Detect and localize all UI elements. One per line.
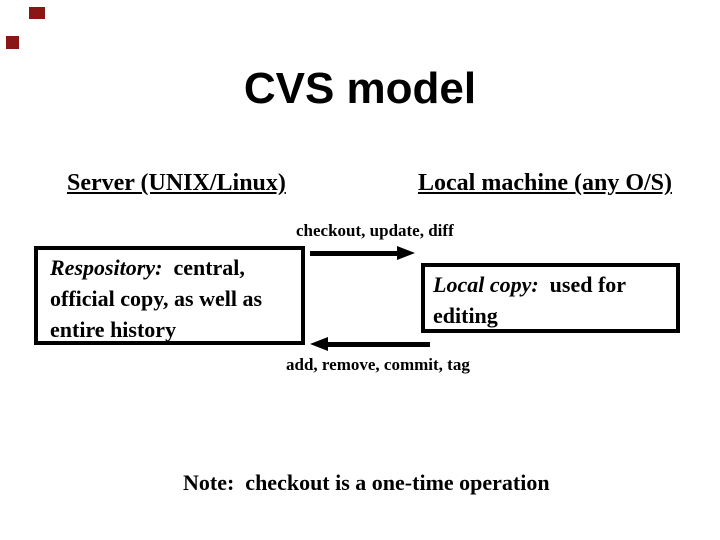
slide-title: CVS model <box>243 64 477 113</box>
repository-box-line2: official copy, as well as <box>50 286 263 311</box>
repository-term: Respository: <box>50 255 163 280</box>
repository-box-line1: Respository: central, <box>50 252 297 283</box>
local-copy-box-line1: Local copy: used for <box>433 269 672 300</box>
arrow-shaft <box>326 342 430 347</box>
arrow-head <box>397 246 415 260</box>
deco-square-left <box>6 36 19 49</box>
repository-line1-rest: central, <box>162 255 245 280</box>
flow-label-checkout: checkout, update, diff <box>296 221 454 240</box>
local-copy-term: Local copy: <box>433 272 539 297</box>
arrow-shaft <box>310 251 400 256</box>
local-copy-line1-rest: used for <box>538 272 627 297</box>
local-copy-box: Local copy: used for editing <box>421 263 680 333</box>
arrow-right-icon <box>310 246 415 260</box>
note-text: Note: checkout is a one-time operation <box>183 470 550 495</box>
local-copy-box-line2: editing <box>433 303 498 328</box>
column-heading-local: Local machine (any O/S) <box>418 170 673 196</box>
flow-label-commit: add, remove, commit, tag <box>286 355 470 374</box>
arrow-left-icon <box>310 337 430 351</box>
repository-box: Respository: central, official copy, as … <box>34 246 305 345</box>
repository-box-line3: entire history <box>50 317 177 342</box>
arrow-head <box>310 337 328 351</box>
deco-square-top <box>29 7 45 19</box>
column-heading-server: Server (UNIX/Linux) <box>67 170 286 196</box>
